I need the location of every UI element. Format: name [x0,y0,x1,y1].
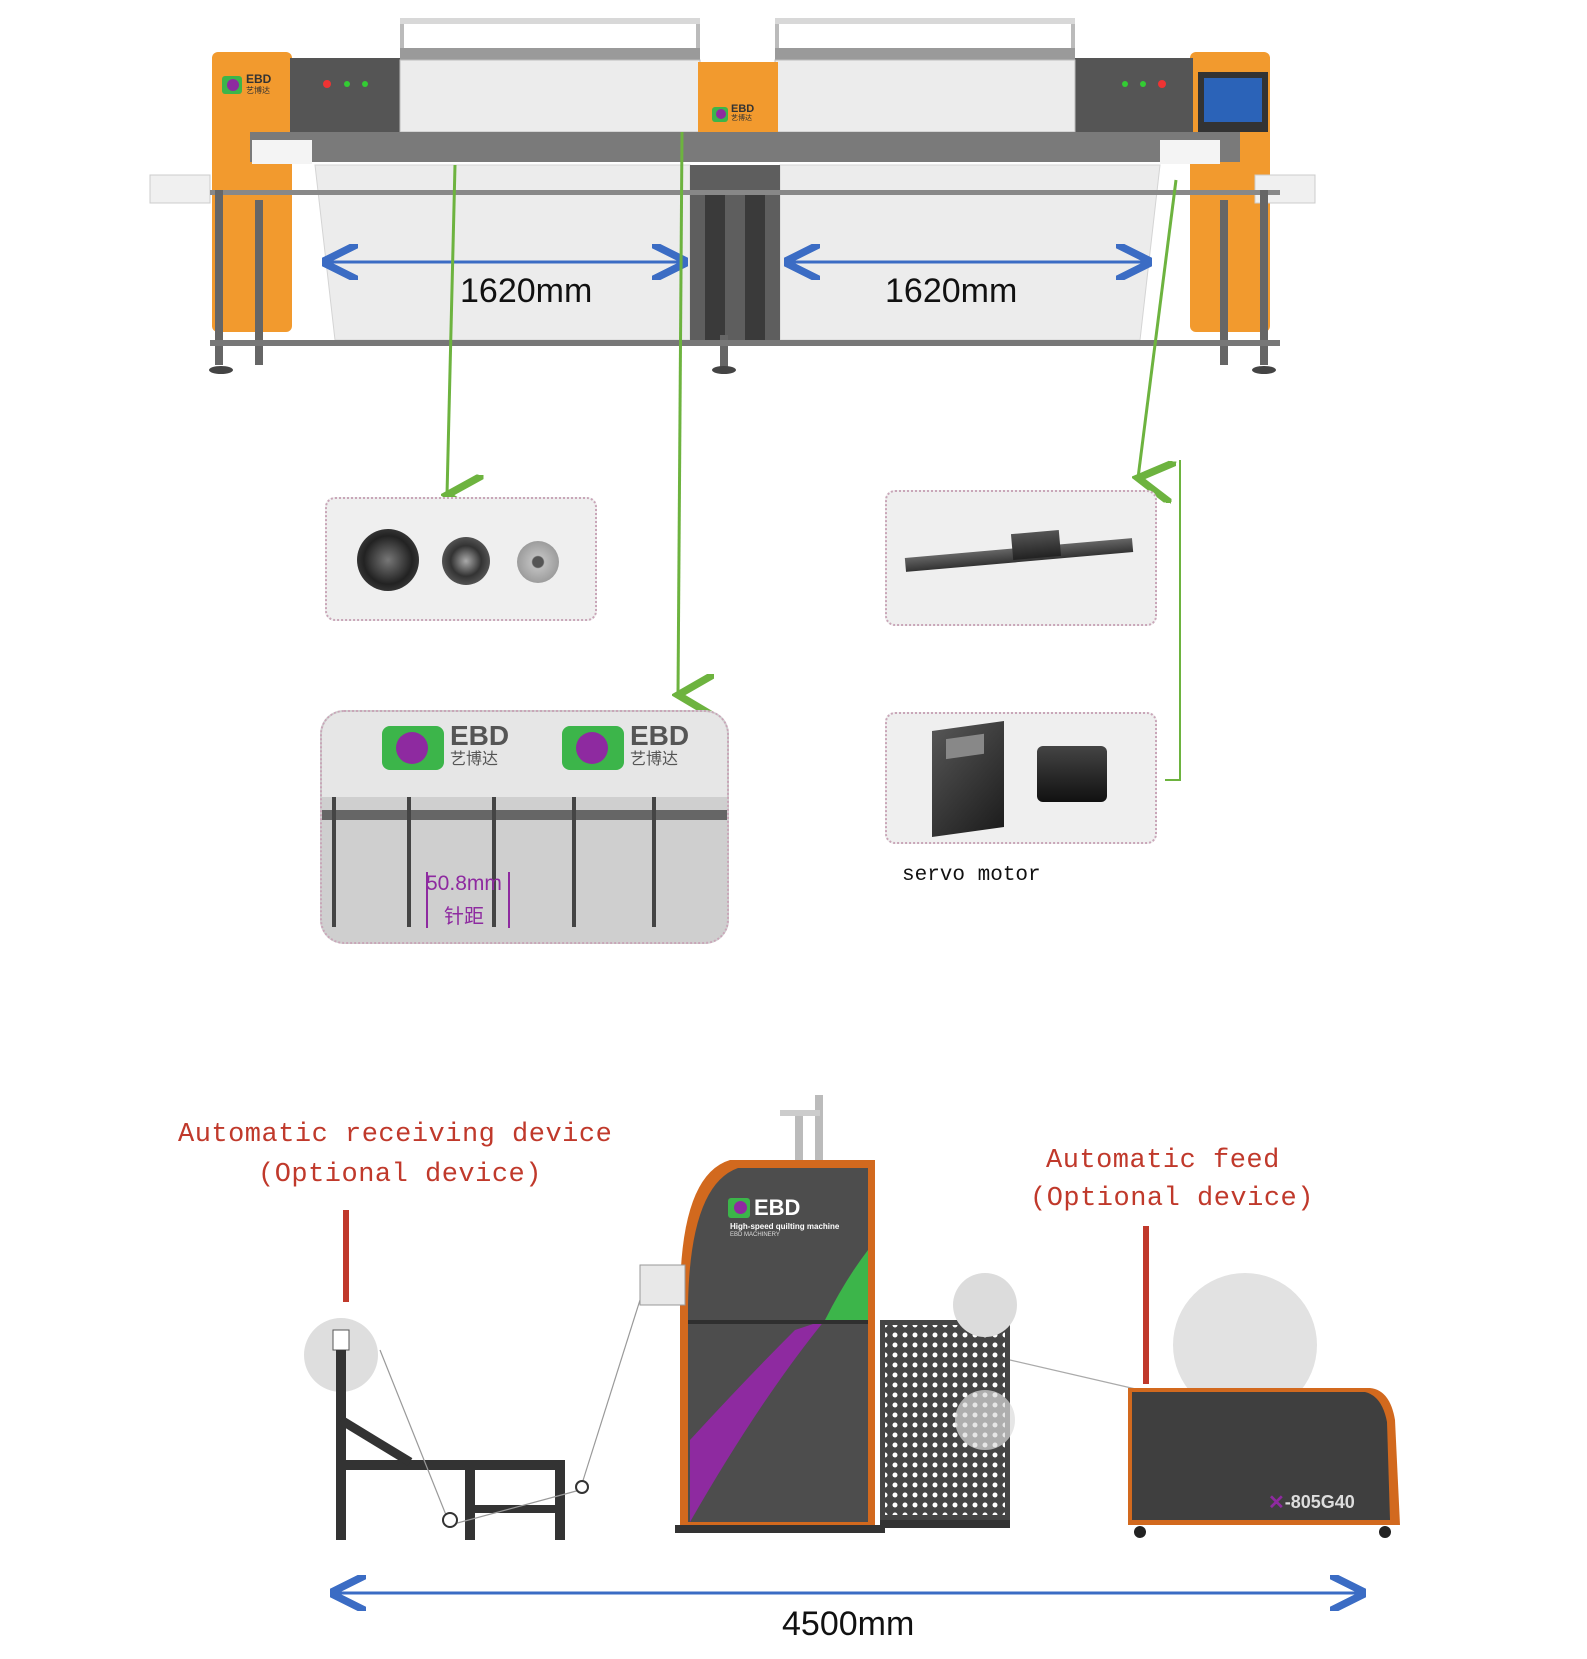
ebd-logo-text: EBD [754,1195,801,1220]
bracket-line [1165,460,1181,781]
machine-side-logo: EBD [728,1195,800,1221]
ebd-logo-cn: 艺博达 [246,86,270,95]
needle-bar [407,797,411,927]
x-mark-icon: ✕ [1268,1492,1285,1514]
left-width-label: 1620mm [460,272,593,310]
right-width-label: 1620mm [885,272,1018,310]
machine-subtagline: EBD MACHINERY [730,1232,780,1238]
pointer-shuttle [447,164,455,495]
ebd-logo-cn: 艺博达 [450,751,499,768]
frame-legs [149,174,1316,374]
ebd-logo-text: EBD [450,720,510,751]
thread-rack [400,18,1075,64]
servo-driver-image [932,720,1004,838]
feed-device [1009,1273,1400,1538]
machine-tagline: High-speed quilting machine [730,1222,840,1231]
head-logo-1: EBD 艺博达 [382,720,510,772]
needle-head-panel: EBD 艺博达 EBD 艺博达 50.8mm 针距 [320,710,729,944]
bobbin-image [517,541,559,583]
ebd-logo-icon [728,1198,750,1218]
center-head-logo: EBD 艺博达 [712,104,754,124]
ebd-logo-cn: 艺博达 [731,115,752,122]
head-logo-2: EBD 艺博达 [562,720,690,772]
servo-panel [885,712,1157,844]
receiving-title: Automatic receiving device [178,1120,613,1150]
servo-motor-image [1037,746,1107,802]
linear-guide-panel [885,490,1157,626]
feed-marker [1143,1226,1149,1384]
ebd-logo-icon [712,106,728,122]
shuttle-detail-panel [325,497,597,621]
needle-bar [572,797,576,927]
pointer-needle-head [678,131,682,695]
linear-block-image [1010,529,1062,561]
main-beam [250,132,1240,162]
ebd-logo-text: EBD [731,103,755,115]
total-length-label: 4500mm [782,1605,915,1643]
left-cabinet-logo: EBD 艺博达 [222,72,272,96]
receiving-marker [343,1210,349,1302]
ebd-logo-cn: 艺博达 [630,751,679,768]
servo-motor-label: servo motor [902,864,1041,887]
needle-bar [332,797,336,927]
feed-model: ✕ -805G40 [1268,1490,1355,1515]
ebd-logo-icon [382,726,444,770]
receiving-subtitle: (Optional device) [258,1160,542,1190]
needle-head-bank [399,59,1076,134]
ebd-logo-icon [222,76,242,94]
pitch-marker [426,872,510,928]
ebd-logo-text: EBD [630,720,690,751]
receiving-device [304,1299,641,1540]
rotary-hook-image [357,529,419,591]
feed-subtitle: (Optional device) [1030,1184,1314,1214]
needle-bar [652,797,656,927]
ebd-logo-icon [562,726,624,770]
main-machine-side [639,1095,1017,1533]
pointer-linear-guide [1138,179,1178,478]
needle-pitch-value: 50.8mm [426,872,502,895]
feed-title: Automatic feed [1046,1146,1280,1176]
bobbin-case-image [442,537,490,585]
ebd-logo-text: EBD [246,72,272,86]
needle-bar [492,797,496,927]
needle-pitch-cn: 针距 [444,906,484,928]
model-number: -805G40 [1284,1492,1355,1512]
